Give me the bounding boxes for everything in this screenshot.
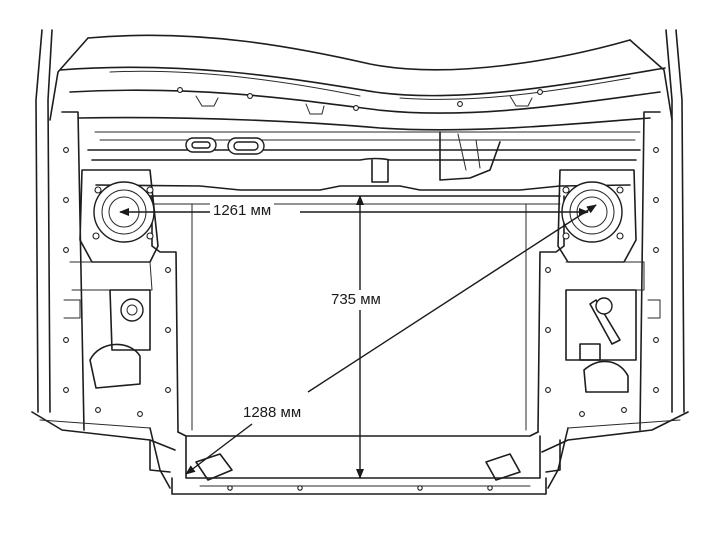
upper-panel-details: [185, 131, 501, 183]
diagonal-dimension-label: 1288 мм: [240, 404, 305, 422]
lower-brackets: [149, 439, 561, 481]
radiator-support-frame: [87, 149, 641, 495]
upper-crossmember: [59, 34, 666, 141]
height-dimension-label: 735 мм: [328, 291, 384, 309]
width-dimension-label: 1261 мм: [210, 202, 275, 220]
diagonal-dimension-line: [185, 423, 253, 475]
left-outer-pillar: [31, 29, 176, 489]
right-outer-pillar: [541, 29, 689, 489]
right-headlamp-mount: [557, 169, 661, 393]
left-headlamp-mount: [63, 169, 159, 389]
rivet-holes: [63, 87, 659, 491]
dimension-lines: [119, 195, 597, 479]
diagonal-dimension-line: [307, 204, 597, 393]
